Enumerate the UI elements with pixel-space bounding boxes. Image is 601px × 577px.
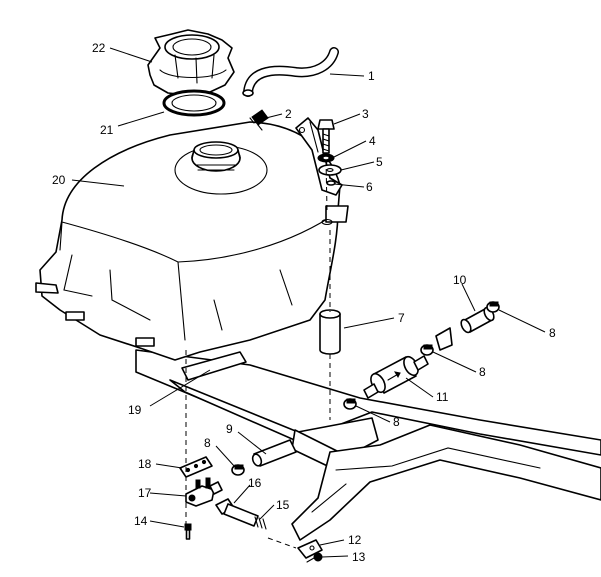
callout-6: 6 xyxy=(366,180,373,194)
spring xyxy=(254,516,267,530)
fuel-vent-hose xyxy=(242,47,339,97)
callout-11: 11 xyxy=(436,390,449,404)
pad xyxy=(181,351,247,381)
callout-17: 17 xyxy=(138,486,152,500)
callout-10: 10 xyxy=(453,273,467,287)
washer xyxy=(318,164,342,176)
valve-plate xyxy=(179,456,213,478)
callout-14: 14 xyxy=(134,514,148,528)
callout-5: 5 xyxy=(376,155,383,169)
callout-12: 12 xyxy=(348,533,362,547)
clip xyxy=(297,539,323,559)
callout-8: 8 xyxy=(393,415,400,429)
hose-clamp xyxy=(486,301,500,313)
fuel-line xyxy=(215,498,259,527)
fuel-line xyxy=(435,306,495,351)
vent-fitting xyxy=(249,109,269,131)
callout-4: 4 xyxy=(369,134,376,148)
callout-16: 16 xyxy=(248,476,262,490)
callout-8: 8 xyxy=(479,365,486,379)
callout-13: 13 xyxy=(352,550,366,564)
callout-3: 3 xyxy=(362,107,369,121)
hose-clamp xyxy=(231,464,245,476)
screw xyxy=(184,523,192,540)
frame-rails xyxy=(135,349,601,541)
fuel-filter xyxy=(363,355,429,399)
fuel-cap xyxy=(147,29,235,96)
callout-21: 21 xyxy=(100,123,114,137)
callout-20: 20 xyxy=(52,173,66,187)
gasket xyxy=(162,89,226,117)
callout-15: 15 xyxy=(276,498,290,512)
fuel-line xyxy=(251,439,297,467)
callout-7: 7 xyxy=(398,311,405,325)
callout-9: 9 xyxy=(226,422,233,436)
assembly-guide-lines xyxy=(185,159,331,549)
callout-8: 8 xyxy=(549,326,556,340)
leader-lines xyxy=(71,47,546,558)
callout-2: 2 xyxy=(285,107,292,121)
hose-clamp xyxy=(343,398,357,410)
fuel-valve xyxy=(185,477,223,507)
bolt xyxy=(317,119,335,154)
callout-22: 22 xyxy=(92,41,106,55)
callout-8: 8 xyxy=(204,436,211,450)
hose-clamp xyxy=(420,344,434,356)
fuel-tank xyxy=(35,121,349,361)
callout-19: 19 xyxy=(128,403,142,417)
spacer xyxy=(319,309,341,355)
callout-18: 18 xyxy=(138,457,152,471)
callout-labels: 1 2 3 4 5 6 7 8 8 8 8 9 10 11 12 13 14 1… xyxy=(52,41,556,564)
callout-1: 1 xyxy=(368,69,375,83)
